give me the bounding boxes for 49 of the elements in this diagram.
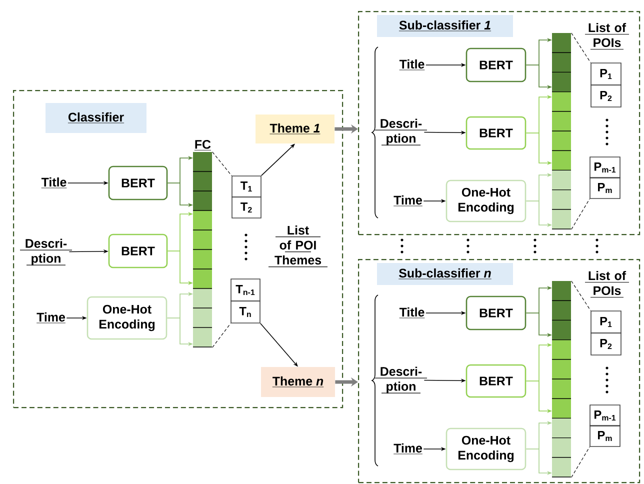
input-label: Descri- ption — [20, 238, 72, 266]
list-cell: P$_{m}$ — [590, 425, 620, 447]
list-cell: P$_{2}$ — [590, 84, 622, 108]
dashed-line — [571, 280, 591, 311]
list-cell: P$_{m-1}$ — [590, 156, 620, 178]
theme-box: Theme 1 — [256, 114, 334, 144]
encoder-box: BERT — [466, 116, 526, 150]
list-heading: List of POI Themes — [268, 225, 328, 268]
encoder-box: BERT — [466, 48, 526, 82]
title-label: Sub-classifier 1 — [377, 15, 513, 37]
encoder-box: One-Hot Encoding — [446, 428, 526, 470]
dashed-line — [212, 152, 232, 176]
input-label: Time — [393, 195, 423, 206]
encoder-box: One-Hot Encoding — [86, 296, 168, 340]
panel-frame — [13, 90, 344, 408]
input-label: Time — [36, 312, 66, 324]
encoder-box: BERT — [466, 296, 526, 330]
dashed-line — [571, 32, 591, 63]
input-label: Title — [399, 307, 425, 318]
input-label: Time — [393, 443, 423, 454]
list-cell: T$_{n}$ — [230, 300, 260, 324]
list-heading: List of POIs — [584, 22, 630, 50]
panel-frame — [358, 259, 640, 484]
input-label: Descri- ption — [374, 366, 428, 394]
input-label: Descri- ption — [374, 118, 428, 146]
list-cell: T$_{1}$ — [232, 176, 262, 198]
input-label: Title — [399, 59, 425, 70]
feature-bar: FC — [192, 140, 212, 348]
dashed-line — [212, 323, 231, 348]
encoder-box: BERT — [108, 234, 168, 268]
encoder-box: BERT — [108, 166, 168, 200]
theme-box: Theme n — [261, 367, 335, 397]
title-label: Sub-classifier n — [377, 263, 513, 285]
list-cell: P$_{1}$ — [590, 310, 622, 334]
title-label: Classifier — [46, 103, 146, 133]
list-cell: P$_{m-1}$ — [590, 404, 620, 426]
list-cell: T$_{n-1}$ — [230, 278, 260, 302]
list-cell: P$_{m}$ — [590, 177, 620, 199]
feature-bar — [552, 33, 572, 230]
encoder-box: BERT — [466, 364, 526, 398]
list-heading: List of POIs — [584, 270, 630, 298]
list-cell: P$_{2}$ — [590, 332, 622, 356]
encoder-box: One-Hot Encoding — [446, 180, 526, 222]
input-label: Title — [41, 177, 67, 188]
list-cell: P$_{1}$ — [590, 62, 622, 86]
panel-frame — [358, 11, 640, 236]
list-cell: T$_{2}$ — [232, 196, 262, 218]
feature-bar — [552, 281, 572, 478]
node-label: FC — [195, 140, 211, 149]
